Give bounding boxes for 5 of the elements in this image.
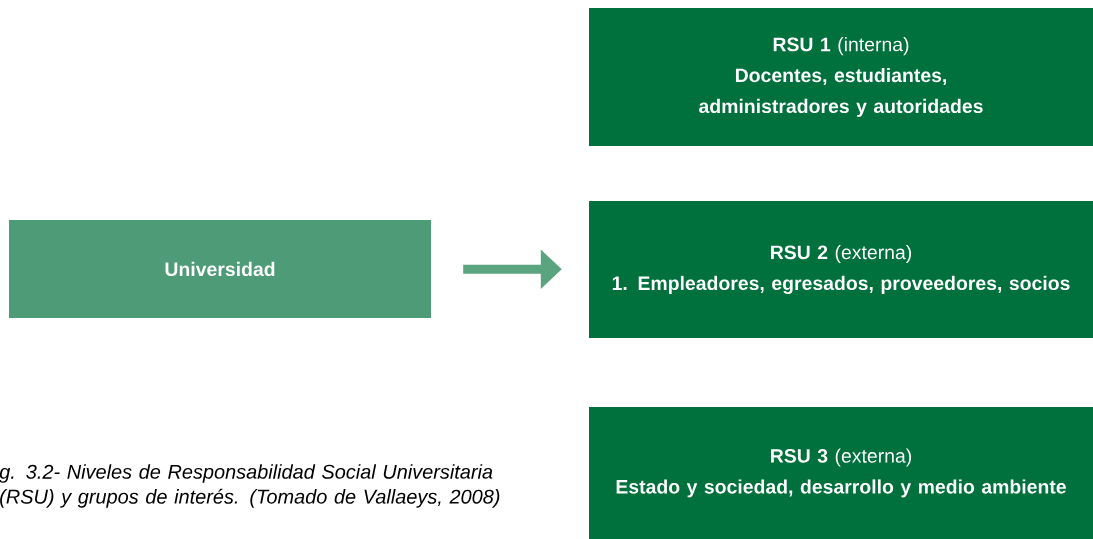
stakeholder-box: RSU 3 (externa) Estado y sociedad, desarrollo y medio ambiente	[589, 407, 1093, 539]
organization-box: Universidad	[9, 220, 431, 318]
stakeholder-box: RSU 1 (interna) Docentes, estudiantes, administradores y autoridades	[589, 8, 1093, 146]
figure-caption: g. 3.2- Niveles de Responsabilidad Social Universitaria (RSU) y grupos de interés. (Tomado de Vallaeys, 2008)	[0, 464, 500, 508]
stakeholder-box: RSU 2 (externa) 1. Empleadores, egresados, proveedores, socios	[589, 201, 1093, 338]
